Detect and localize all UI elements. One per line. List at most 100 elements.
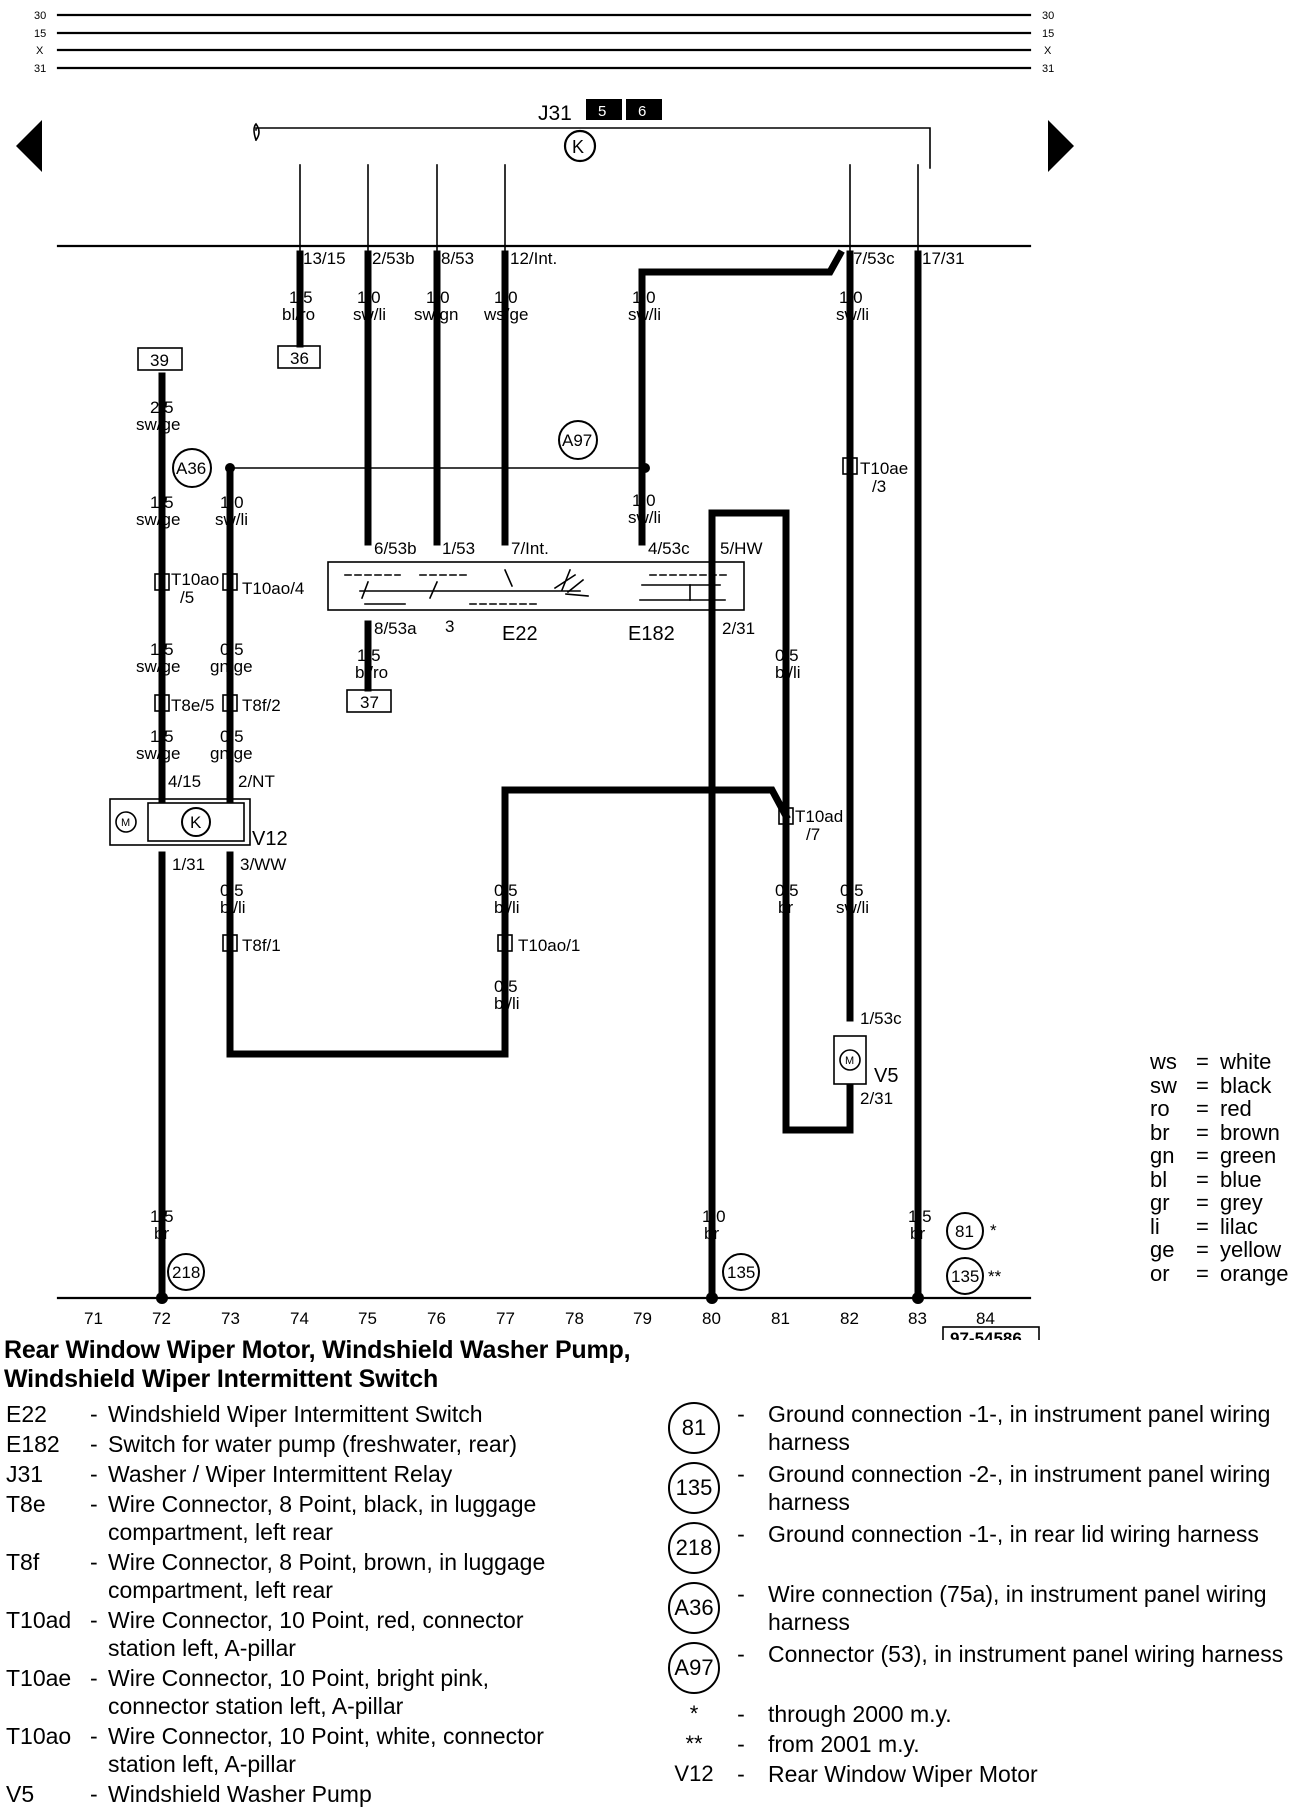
wire-gauge: 1,0 xyxy=(632,288,656,307)
wire-color: sw/li xyxy=(628,508,661,527)
spark-icon xyxy=(553,568,589,597)
wire-gauge: 1,5 xyxy=(150,1207,174,1226)
wire-color: bl/ro xyxy=(282,305,315,324)
color-legend-row: gr=grey xyxy=(1150,1190,1263,1215)
column-number: 73 xyxy=(221,1309,240,1328)
wire-color: sw/li xyxy=(215,510,248,529)
wire-color: bl/li xyxy=(494,898,520,917)
wire-gauge: 1,0 xyxy=(839,288,863,307)
relay-icon xyxy=(181,807,211,837)
connector-icon xyxy=(778,807,794,825)
connector-icon xyxy=(842,457,858,475)
v5-box xyxy=(833,1035,867,1085)
wire-gauge: 0,5 xyxy=(494,977,518,996)
wires xyxy=(158,249,922,1294)
wire-color: sw/li xyxy=(628,305,661,324)
column-number: 82 xyxy=(840,1309,859,1328)
wire-color: br xyxy=(778,898,793,917)
terminal-label: 8/53 xyxy=(441,249,474,268)
wire-gauge: 1,0 xyxy=(426,288,450,307)
legend-desc: Wire Connector, 10 Point, red, connector… xyxy=(108,1607,524,1661)
pump-motor-icon xyxy=(839,1049,861,1071)
legend-row: 218-Ground connection -1-, in rear lid w… xyxy=(660,1520,1310,1578)
relay-symbol-label: K xyxy=(572,137,584,157)
color-name: red xyxy=(1220,1096,1252,1121)
legend-code: J31 xyxy=(6,1461,44,1487)
color-legend-row: br=brown xyxy=(1150,1119,1280,1145)
column-number: 71 xyxy=(84,1309,103,1328)
connector-icon xyxy=(154,694,170,712)
legend-symbol: ** xyxy=(685,1731,703,1756)
wire-color: sw/ge xyxy=(136,744,180,763)
pin-label: 1/31 xyxy=(172,855,205,874)
next-page-arrow-icon[interactable] xyxy=(1048,120,1074,172)
doc-number-box xyxy=(942,1326,1040,1340)
relay-pin-label: 5 xyxy=(598,103,606,120)
ref-box xyxy=(346,689,392,713)
ground-symbol-icon: 135 xyxy=(668,1462,720,1514)
wire-gauge: 1,5 xyxy=(908,1207,932,1226)
column-number: 77 xyxy=(496,1309,515,1328)
wire-color: sw/li xyxy=(353,305,386,324)
connection-symbol-icon: A36 xyxy=(668,1582,720,1634)
ground-label: 135 xyxy=(727,1263,755,1282)
color-abbr: sw xyxy=(1150,1072,1177,1098)
wire-gauge: 1,0 xyxy=(220,493,244,512)
color-abbr: ge xyxy=(1150,1237,1175,1262)
rail-label-right: 15 xyxy=(1042,28,1054,40)
color-abbr: bl xyxy=(1150,1166,1168,1192)
previous-page-arrow-icon[interactable] xyxy=(16,120,42,172)
terminal-label: 17/31 xyxy=(922,249,965,268)
terminal-label: 13/15 xyxy=(303,249,346,268)
symbol-legend: 81-Ground connection -1-, in instrument … xyxy=(660,1400,1310,1790)
legend-row: T10ae-Wire Connector, 10 Point, bright p… xyxy=(6,1664,566,1720)
wire-gauge: 1,0 xyxy=(702,1207,726,1226)
v12-label: V12 xyxy=(252,828,288,850)
legend-code: E182 xyxy=(6,1431,60,1457)
ref-box xyxy=(137,347,183,371)
pin-label: 7/Int. xyxy=(511,539,549,558)
legend-desc: from 2001 m.y. xyxy=(768,1731,920,1757)
column-number: 83 xyxy=(908,1309,927,1328)
legend-row: V12-Rear Window Wiper Motor xyxy=(660,1760,1310,1788)
color-legend-row: ge=yellow xyxy=(1150,1237,1282,1262)
legend-desc: Wire Connector, 10 Point, white, connect… xyxy=(108,1723,544,1777)
color-legend-row: li=lilac xyxy=(1150,1213,1258,1239)
junctions xyxy=(225,463,650,473)
connector-label: T8e/5 xyxy=(171,696,214,715)
ref-box xyxy=(277,345,321,369)
connector-label: /5 xyxy=(180,588,194,607)
legend-desc: Wire Connector, 8 Point, brown, in lugga… xyxy=(108,1549,546,1603)
ground-label: 81 xyxy=(955,1222,974,1241)
color-name: yellow xyxy=(1220,1237,1282,1262)
connector-label: T8f/1 xyxy=(242,936,281,955)
legend-row: E22-Windshield Wiper Intermittent Switch xyxy=(6,1400,566,1428)
pin-label: 2/31 xyxy=(722,619,755,638)
color-name: black xyxy=(1220,1072,1272,1098)
wire-gauge: 0,5 xyxy=(220,881,244,900)
wire-gauge: 1,5 xyxy=(357,646,381,665)
wire-color: bl/li xyxy=(775,663,801,682)
legend-code: T8f xyxy=(6,1549,40,1575)
legend-desc: Washer / Wiper Intermittent Relay xyxy=(108,1461,453,1487)
color-legend-row: bl=blue xyxy=(1150,1166,1262,1192)
v12-outer xyxy=(109,798,251,846)
rail-label-right: 31 xyxy=(1042,63,1054,75)
title-line: Rear Window Wiper Motor, Windshield Wash… xyxy=(4,1336,631,1364)
page-title: Rear Window Wiper Motor, Windshield Wash… xyxy=(4,1336,631,1394)
column-number: 81 xyxy=(771,1309,790,1328)
pin-label: 4/15 xyxy=(168,772,201,791)
v5-label: V5 xyxy=(874,1065,898,1087)
footnote-star: * xyxy=(990,1221,997,1240)
wire-gauge: 2,5 xyxy=(150,398,174,417)
pump-motor-icon-label: M xyxy=(845,1055,854,1067)
legend-desc: Ground connection -1-, in instrument pan… xyxy=(768,1401,1271,1455)
ref-label: 39 xyxy=(150,351,169,370)
pin-label: 6/53b xyxy=(374,539,417,558)
connector-label: T10ad xyxy=(795,807,843,826)
rail-label-right: X xyxy=(1044,45,1052,57)
ground-218-circle xyxy=(167,1253,205,1291)
color-legend-row: or=orange xyxy=(1150,1260,1289,1286)
a36-label: A36 xyxy=(176,459,206,478)
connector-label: T10ao/4 xyxy=(242,579,304,598)
